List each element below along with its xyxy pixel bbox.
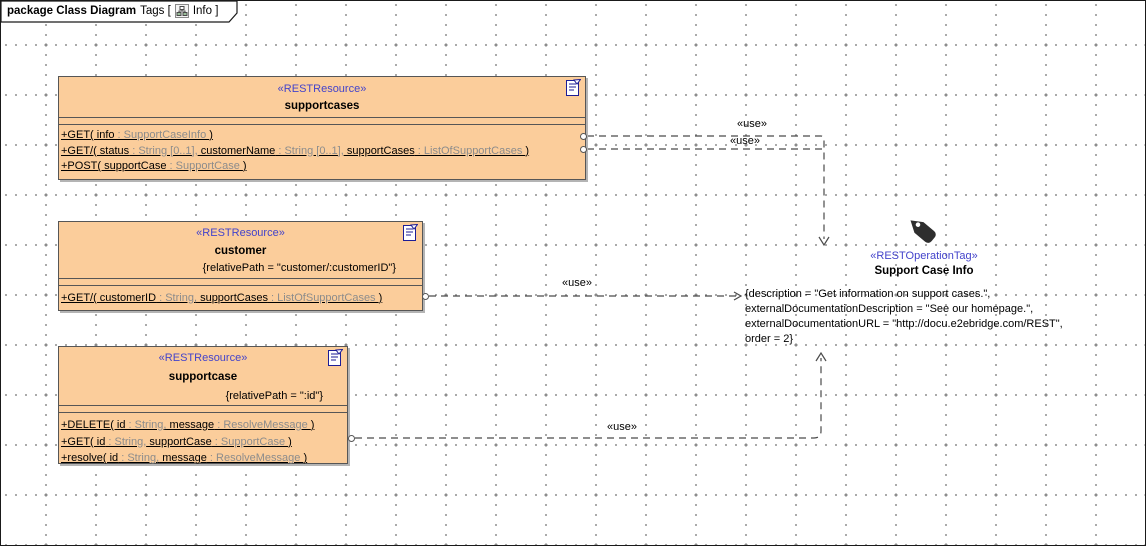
operation[interactable]: +GET( id : String, supportCase : Support… [59,434,347,451]
attributes-compartment [59,278,422,286]
operation-segment-type: : ListOfSupportCases [414,144,526,157]
link-connection-port[interactable] [421,292,429,300]
diagram-title-keyword: package Class Diagram [7,5,137,17]
class-stereotype: «RESTResource» [277,83,367,95]
attributes-compartment [59,117,585,125]
operation[interactable]: +GET/( status : String [0..1], customerN… [59,144,585,160]
tag-stereotype: «RESTOperationTag» [870,250,978,262]
operation-segment-type: : String, [105,435,147,448]
class-tagged-value: {relativePath = ":id"} [225,390,323,402]
operation-segment-type: : String [0..1], [275,144,344,157]
document-icon[interactable] [566,79,581,96]
document-icon[interactable] [328,349,343,366]
operation-segment-name: customerName [197,144,276,157]
operation-segment-type: : SupportCase [166,160,243,172]
dependency-use-supportcase-get[interactable] [355,358,822,439]
link-connection-port[interactable] [579,132,587,140]
dependency-label-use-supportcase-get: «use» [607,421,637,433]
operation-segment-name: +POST( supportCase [61,160,167,172]
diagram-title: package Class Diagram Tags [ Info ] [7,4,218,18]
class-header: «RESTResource» supportcases [59,77,585,117]
tag-name: Support Case Info [874,265,974,277]
operation-segment-name: +resolve( id [61,452,119,464]
operation-segment-type: : SupportCaseInfo [114,129,210,141]
operations-compartment: +DELETE( id : String, message : ResolveM… [59,413,347,467]
tag-property-line: externalDocumentationDescription = "See … [745,303,1034,315]
class-stereotype: «RESTResource» [196,227,285,239]
operation[interactable]: +POST( supportCase : SupportCase ) [59,159,585,175]
class-name: supportcase [168,371,238,383]
class-stereotype: «RESTResource» [158,352,248,364]
link-connection-port[interactable] [347,434,355,442]
dependency-label-use-supportcases-get-query: «use» [730,135,760,147]
operations-compartment: +GET( info : SupportCaseInfo )+GET/( sta… [59,125,585,175]
class-box-supportcases[interactable]: «RESTResource» supportcases +GET( info : S… [58,76,586,180]
dependency-use-supportcases-get-info[interactable] [587,135,825,239]
operation[interactable]: +DELETE( id : String, message : ResolveM… [59,417,347,434]
operation-segment-type: : String, [156,292,198,304]
operation-segment-name: ) [378,292,383,304]
link-connection-port[interactable] [579,145,587,153]
rest-operation-tag-icon[interactable] [902,213,944,249]
operation-segment-type: : String, [125,419,167,431]
operation-segment-name: ) [288,435,292,448]
class-diagram-icon [174,4,189,18]
class-tagged-value: {relativePath = "customer/:customerID"} [202,262,396,274]
operation-segment-name: message [166,419,215,431]
class-header: «RESTResource» customer {relativePath = "c… [59,222,422,278]
operation[interactable]: +GET( info : SupportCaseInfo ) [59,128,585,144]
operation-segment-name: +GET( info [61,129,115,141]
operation-segment-name: supportCases [197,292,268,304]
operation-segment-name: ) [242,160,247,172]
operation-segment-type: : ResolveMessage [206,452,304,464]
operation-segment-name: supportCases [343,144,415,157]
operation-segment-name: +GET/( customerID [61,292,157,304]
operation-segment-type: : String, [118,452,160,464]
operation-segment-type: : ResolveMessage [214,419,311,431]
attributes-compartment [59,405,347,413]
class-name: supportcases [284,100,360,112]
diagram-title-context: Tags [ [140,5,171,17]
dependency-arrowhead-up [815,351,827,362]
operations-compartment: +GET/( customerID : String, supportCases… [59,286,422,306]
dependency-label-use-customer-get: «use» [562,277,592,289]
operation-segment-name: message [159,452,207,464]
operation-segment-name: ) [209,129,213,141]
operation-segment-type: : SupportCase [211,435,289,448]
tag-properties: {description = "Get information on suppo… [745,287,1063,347]
operation-segment-type: : ListOfSupportCases [267,292,379,304]
operation-segment-name: +DELETE( id [61,419,126,431]
diagram-title-info: Info ] [192,5,219,17]
operation-segment-name: ) [310,419,315,431]
operation-segment-name: ) [525,144,530,157]
tag-property-line: order = 2} [745,333,794,345]
operation-segment-name: supportCase [146,435,212,448]
class-header: «RESTResource» supportcase {relativePath =… [59,347,347,405]
operation-segment-name: +GET( id [61,435,106,448]
class-box-supportcase[interactable]: «RESTResource» supportcase {relativePath =… [58,346,348,464]
operation[interactable]: +resolve( id : String, message : Resolve… [59,450,347,467]
document-icon[interactable] [403,224,418,241]
class-name: customer [214,244,267,257]
tag-property-line: externalDocumentationURL = "http://docu.… [745,318,1063,330]
dependency-arrowhead-down [818,236,830,247]
operation-segment-name: +GET/( status [61,144,130,157]
operation[interactable]: +GET/( customerID : String, supportCases… [59,290,422,306]
operation-segment-name: ) [303,452,308,464]
dependency-arrowhead-right [733,291,743,301]
class-box-customer[interactable]: «RESTResource» customer {relativePath = "c… [58,221,423,311]
operation-segment-type: : String [0..1], [129,144,198,157]
dependency-label-use-supportcases-get-info: «use» [737,118,767,130]
tag-property-line: {description = "Get information on suppo… [745,288,991,300]
